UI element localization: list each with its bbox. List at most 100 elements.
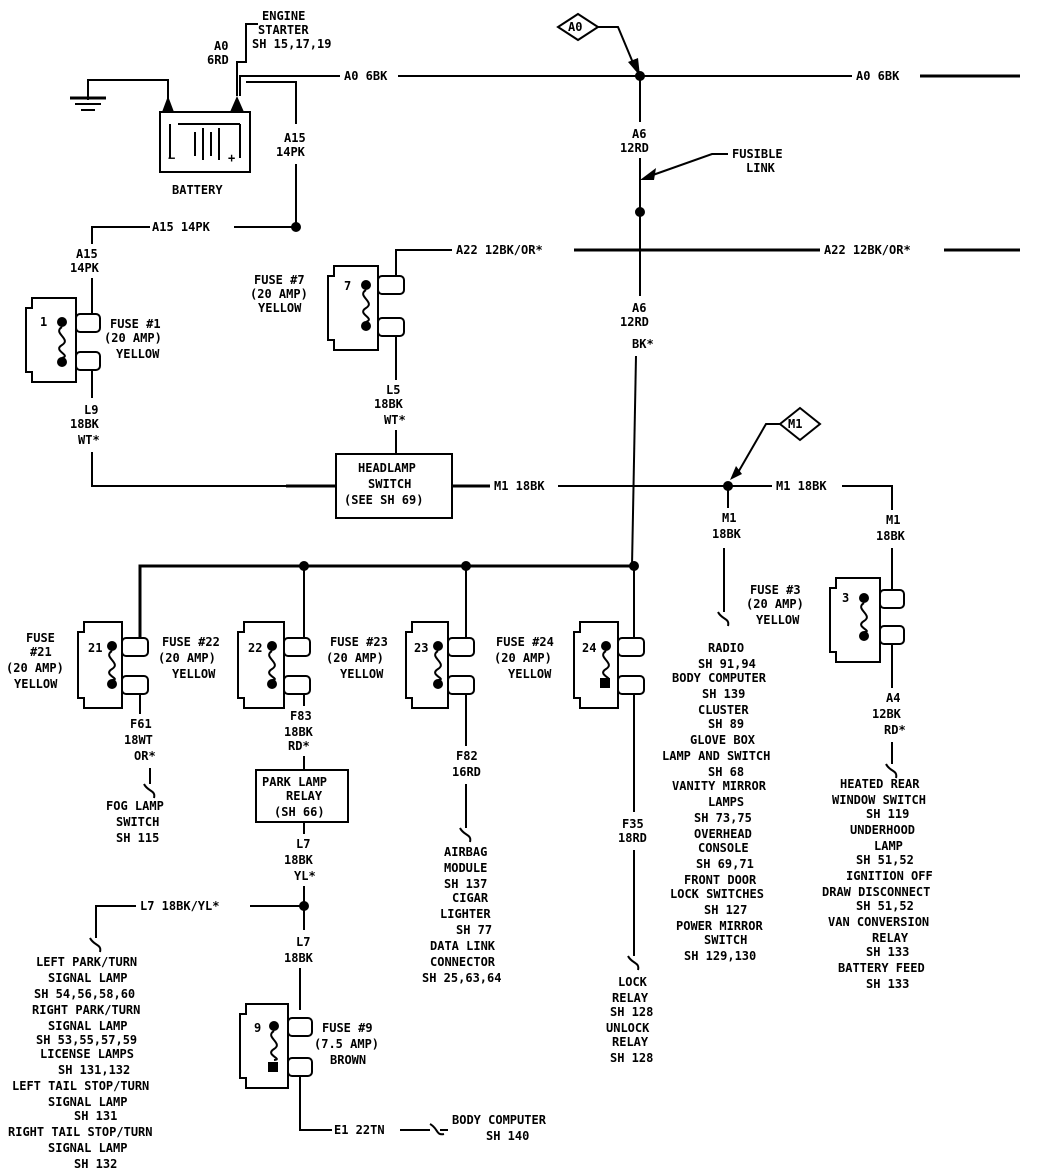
wire-a15-left-id: A15 bbox=[76, 247, 98, 261]
dest-radio-13: OVERHEAD bbox=[694, 827, 752, 841]
wire-l7a-gauge: 18BK bbox=[284, 853, 314, 867]
dest-heated-11: RELAY bbox=[872, 931, 909, 945]
wire-l7b-gauge: 18BK bbox=[284, 951, 314, 965]
fuse-21-l1: FUSE bbox=[26, 631, 55, 645]
fuse-9-num: 9 bbox=[254, 1021, 261, 1035]
starter-wire-gauge: 6RD bbox=[207, 53, 229, 67]
dest-heated-14: SH 133 bbox=[866, 977, 909, 991]
fuse-7-label: FUSE #7 bbox=[254, 273, 305, 287]
fuse-9-amp: (7.5 AMP) bbox=[314, 1037, 379, 1051]
fuse-24-amp: (20 AMP) bbox=[494, 651, 552, 665]
wire-a22-right: A22 12BK/OR* bbox=[824, 243, 911, 257]
dest-radio-10: VANITY MIRROR bbox=[672, 779, 767, 793]
connector-a0: A0 bbox=[556, 12, 640, 76]
dest-radio-1: RADIO bbox=[708, 641, 744, 655]
dest-airbag-2: MODULE bbox=[444, 861, 487, 875]
dest-heated-6: SH 51,52 bbox=[856, 853, 914, 867]
dest-park-1: LEFT PARK/TURN bbox=[36, 955, 137, 969]
battery-symbol: − + BATTERY bbox=[159, 96, 251, 197]
wire-a6-id: A6 bbox=[632, 127, 646, 141]
wire-m1-mid: M1 18BK bbox=[494, 479, 545, 493]
fuse-21-amp: (20 AMP) bbox=[6, 661, 64, 675]
dest-lock-2: RELAY bbox=[612, 991, 649, 1005]
wire-a6b-id: A6 bbox=[632, 301, 646, 315]
connector-m1: M1 bbox=[730, 406, 822, 480]
fuse-3-num: 3 bbox=[842, 591, 849, 605]
wire-a15-left-gauge: 14PK bbox=[70, 261, 100, 275]
dest-heated-4: UNDERHOOD bbox=[850, 823, 915, 837]
dest-fog-2: SWITCH bbox=[116, 815, 159, 829]
wire-m1b-id: M1 bbox=[886, 513, 900, 527]
dest-heated-7: IGNITION OFF bbox=[846, 869, 933, 883]
fuse-24-label: FUSE #24 bbox=[496, 635, 554, 649]
fuse-21: 21 bbox=[77, 621, 149, 709]
dest-radio-6: SH 89 bbox=[708, 717, 744, 731]
dest-airbag-8: CONNECTOR bbox=[430, 955, 496, 969]
wire-a15-horizontal: A15 14PK bbox=[152, 220, 211, 234]
fuse-3: 3 bbox=[829, 577, 905, 663]
dest-heated-12: SH 133 bbox=[866, 945, 909, 959]
wire-m1a-gauge: 18BK bbox=[712, 527, 742, 541]
dest-body-1: BODY COMPUTER bbox=[452, 1113, 547, 1127]
dest-airbag-6: SH 77 bbox=[456, 923, 492, 937]
dest-radio-3: BODY COMPUTER bbox=[672, 671, 767, 685]
fuse-23-amp: (20 AMP) bbox=[326, 651, 384, 665]
fuse-22-num: 22 bbox=[248, 641, 262, 655]
wire-f35-id: F35 bbox=[622, 817, 644, 831]
dest-heated-5: LAMP bbox=[874, 839, 903, 853]
dest-radio-5: CLUSTER bbox=[698, 703, 749, 717]
wire-m1-right: M1 18BK bbox=[776, 479, 827, 493]
fuse-24-num: 24 bbox=[582, 641, 596, 655]
dest-radio-15: SH 69,71 bbox=[696, 857, 754, 871]
dest-heated-3: SH 119 bbox=[866, 807, 909, 821]
headlamp-l1: HEADLAMP bbox=[358, 461, 416, 475]
wire-f82-id: F82 bbox=[456, 749, 478, 763]
dest-radio-17: LOCK SWITCHES bbox=[670, 887, 764, 901]
headlamp-l3: (SEE SH 69) bbox=[344, 493, 423, 507]
starter-l3: SH 15,17,19 bbox=[252, 37, 331, 51]
wire-a22-left: A22 12BK/OR* bbox=[456, 243, 543, 257]
wire-f61-color: OR* bbox=[134, 749, 156, 763]
fuse-23-color: YELLOW bbox=[340, 667, 384, 681]
wire-f61-gauge: 18WT bbox=[124, 733, 153, 747]
fuse-21-l2: #21 bbox=[30, 645, 52, 659]
wire-f35-gauge: 18RD bbox=[618, 831, 647, 845]
wire-m1a-id: M1 bbox=[722, 511, 736, 525]
wire-a6b-gauge: 12RD bbox=[620, 315, 649, 329]
dest-radio-14: CONSOLE bbox=[698, 841, 749, 855]
ground-symbol bbox=[70, 79, 169, 111]
wire-l9-gauge: 18BK bbox=[70, 417, 100, 431]
wire-f83-id: F83 bbox=[290, 709, 312, 723]
dest-lock-1: LOCK bbox=[618, 975, 648, 989]
dest-heated-9: SH 51,52 bbox=[856, 899, 914, 913]
dest-radio-16: FRONT DOOR bbox=[684, 873, 757, 887]
dest-airbag-5: LIGHTER bbox=[440, 907, 491, 921]
dest-lock-6: SH 128 bbox=[610, 1051, 653, 1065]
dest-airbag-7: DATA LINK bbox=[430, 939, 496, 953]
dest-radio-18: SH 127 bbox=[704, 903, 747, 917]
fuse-1-color: YELLOW bbox=[116, 347, 160, 361]
dest-heated-13: BATTERY FEED bbox=[838, 961, 925, 975]
wire-m1b-gauge: 18BK bbox=[876, 529, 906, 543]
wire-f83-color: RD* bbox=[288, 739, 310, 753]
dest-fog-1: FOG LAMP bbox=[106, 799, 164, 813]
dest-park-5: SIGNAL LAMP bbox=[48, 1019, 127, 1033]
fuse-21-color: YELLOW bbox=[14, 677, 58, 691]
wire-f83-gauge: 18BK bbox=[284, 725, 314, 739]
fuse-1: 1 bbox=[25, 297, 101, 383]
wire-a15-mid-id: A15 bbox=[284, 131, 306, 145]
wire-e1: E1 22TN bbox=[334, 1123, 385, 1137]
wire-f82-gauge: 16RD bbox=[452, 765, 481, 779]
fuse-7-num: 7 bbox=[344, 279, 351, 293]
fuse-9-label: FUSE #9 bbox=[322, 1021, 373, 1035]
wire-l7-horizontal: L7 18BK/YL* bbox=[140, 899, 219, 913]
dest-radio-9: SH 68 bbox=[708, 765, 744, 779]
fuse-7: 7 bbox=[327, 265, 405, 351]
dest-heated-8: DRAW DISCONNECT bbox=[822, 885, 930, 899]
dest-fog-3: SH 115 bbox=[116, 831, 159, 845]
fuse-3-color: YELLOW bbox=[756, 613, 800, 627]
dest-radio-4: SH 139 bbox=[702, 687, 745, 701]
dest-airbag-9: SH 25,63,64 bbox=[422, 971, 501, 985]
